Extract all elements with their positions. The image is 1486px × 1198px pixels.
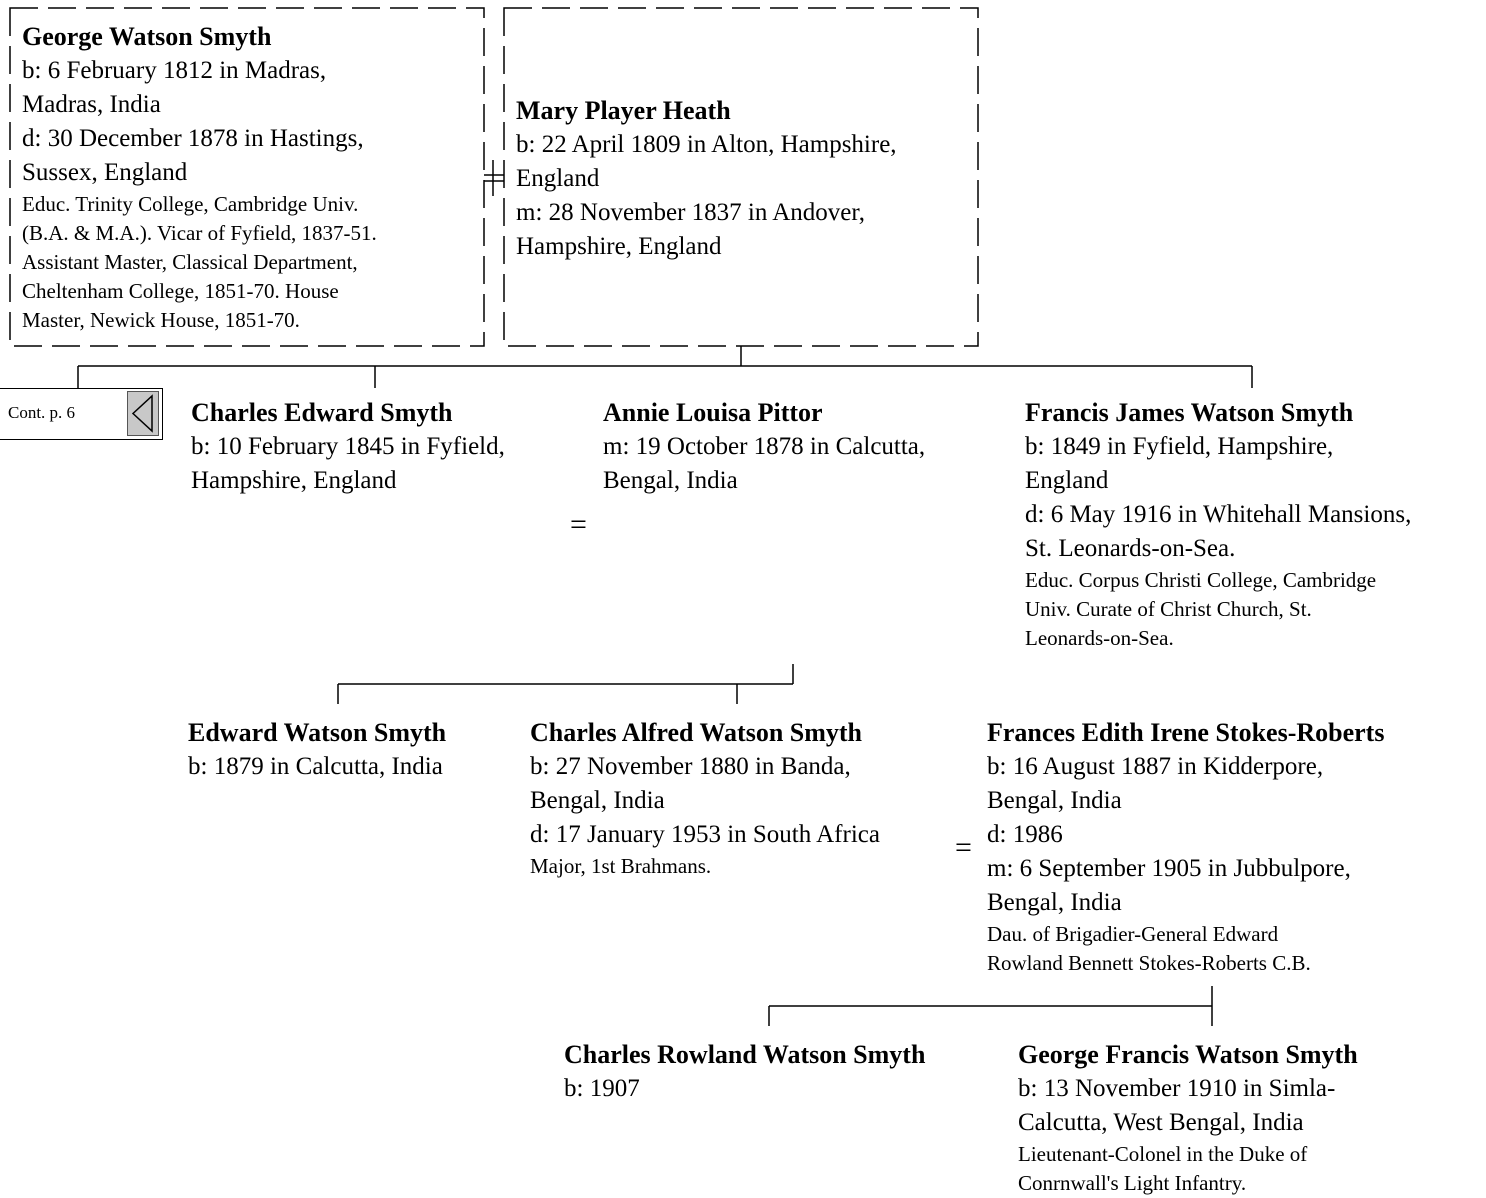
person-note: Lieutenant-Colonel in the Duke of bbox=[1018, 1142, 1308, 1166]
person-detail: m: 19 October 1878 in Calcutta, bbox=[603, 433, 926, 460]
person-detail: b: 1879 in Calcutta, India bbox=[188, 753, 443, 780]
person-note: Rowland Bennett Stokes-Roberts C.B. bbox=[987, 951, 1311, 975]
person-name: Frances Edith Irene Stokes-Roberts bbox=[987, 718, 1385, 747]
triangle-left-icon bbox=[131, 394, 153, 433]
person-note: Leonards-on-Sea. bbox=[1025, 626, 1174, 650]
person-name: Mary Player Heath bbox=[516, 96, 731, 125]
person-detail: m: 28 November 1837 in Andover, bbox=[516, 199, 865, 226]
person-detail: b: 10 February 1845 in Fyfield, bbox=[191, 433, 505, 460]
person-note: Dau. of Brigadier-General Edward bbox=[987, 922, 1279, 946]
person-george-francis-watson-smyth: George Francis Watson Smyth b: 13 Novemb… bbox=[1018, 1038, 1358, 1198]
person-mary-player-heath: Mary Player Heath b: 22 April 1809 in Al… bbox=[516, 94, 897, 264]
person-detail: m: 6 September 1905 in Jubbulpore, bbox=[987, 855, 1351, 882]
person-note: Educ. Corpus Christi College, Cambridge bbox=[1025, 568, 1377, 592]
person-detail: d: 6 May 1916 in Whitehall Mansions, bbox=[1025, 501, 1412, 528]
person-detail: England bbox=[1025, 467, 1109, 494]
person-charles-alfred-watson-smyth: Charles Alfred Watson Smyth b: 27 Novemb… bbox=[530, 716, 880, 881]
person-detail: Bengal, India bbox=[987, 787, 1122, 814]
person-name: Charles Rowland Watson Smyth bbox=[564, 1040, 926, 1069]
person-name: Edward Watson Smyth bbox=[188, 718, 447, 747]
person-note: (B.A. & M.A.). Vicar of Fyfield, 1837-51… bbox=[22, 221, 377, 245]
couple-connector-1 bbox=[484, 160, 504, 196]
person-detail: Bengal, India bbox=[530, 787, 665, 814]
person-detail: England bbox=[516, 165, 600, 192]
person-detail: Hampshire, England bbox=[516, 233, 722, 260]
person-note: Cheltenham College, 1851-70. House bbox=[22, 279, 339, 303]
person-note: Conrnwall's Light Infantry. bbox=[1018, 1171, 1247, 1195]
person-detail: d: 30 December 1878 in Hastings, bbox=[22, 125, 364, 152]
person-detail: b: 1849 in Fyfield, Hampshire, bbox=[1025, 433, 1334, 460]
person-annie-louisa-pittor: Annie Louisa Pittor m: 19 October 1878 i… bbox=[603, 396, 925, 498]
person-detail: Bengal, India bbox=[603, 467, 738, 494]
person-note: Major, 1st Brahmans. bbox=[530, 854, 712, 878]
person-detail: b: 27 November 1880 in Banda, bbox=[530, 753, 851, 780]
person-name: Francis James Watson Smyth bbox=[1025, 398, 1354, 427]
continuation-button[interactable] bbox=[127, 391, 159, 436]
person-charles-rowland-watson-smyth: Charles Rowland Watson Smyth b: 1907 bbox=[564, 1038, 925, 1106]
continuation-tab[interactable]: Cont. p. 6 bbox=[0, 388, 163, 440]
person-detail: d: 17 January 1953 in South Africa bbox=[530, 821, 880, 848]
person-note: Assistant Master, Classical Department, bbox=[22, 250, 358, 274]
continuation-label: Cont. p. 6 bbox=[8, 403, 76, 422]
person-detail: b: 1907 bbox=[564, 1075, 640, 1102]
person-name: George Watson Smyth bbox=[22, 22, 272, 51]
person-detail: Sussex, England bbox=[22, 159, 188, 186]
person-note: Educ. Trinity College, Cambridge Univ. bbox=[22, 192, 359, 216]
person-detail: St. Leonards-on-Sea. bbox=[1025, 535, 1236, 562]
person-francis-james-watson-smyth: Francis James Watson Smyth b: 1849 in Fy… bbox=[1025, 396, 1411, 653]
person-name: Charles Alfred Watson Smyth bbox=[530, 718, 863, 747]
person-name: George Francis Watson Smyth bbox=[1018, 1040, 1358, 1069]
person-frances-edith-irene-stokes-roberts: Frances Edith Irene Stokes-Roberts b: 16… bbox=[987, 716, 1384, 978]
person-name: Annie Louisa Pittor bbox=[603, 398, 823, 427]
person-detail: Bengal, India bbox=[987, 889, 1122, 916]
person-detail: b: 16 August 1887 in Kidderpore, bbox=[987, 753, 1324, 780]
person-detail: b: 22 April 1809 in Alton, Hampshire, bbox=[516, 131, 897, 158]
person-detail: b: 6 February 1812 in Madras, bbox=[22, 57, 327, 84]
person-george-watson-smyth: George Watson Smyth b: 6 February 1812 i… bbox=[22, 20, 377, 335]
george-box bbox=[9, 7, 485, 347]
person-name: Charles Edward Smyth bbox=[191, 398, 453, 427]
person-edward-watson-smyth: Edward Watson Smyth b: 1879 in Calcutta,… bbox=[188, 716, 446, 784]
person-note: Master, Newick House, 1851-70. bbox=[22, 308, 300, 332]
person-note: Univ. Curate of Christ Church, St. bbox=[1025, 597, 1312, 621]
person-detail: b: 13 November 1910 in Simla- bbox=[1018, 1075, 1336, 1102]
person-charles-edward-smyth: Charles Edward Smyth b: 10 February 1845… bbox=[191, 396, 505, 498]
person-detail: Madras, India bbox=[22, 91, 161, 118]
person-detail: d: 1986 bbox=[987, 821, 1063, 848]
marriage-symbol: = bbox=[570, 508, 587, 541]
person-detail: Calcutta, West Bengal, India bbox=[1018, 1109, 1304, 1136]
person-detail: Hampshire, England bbox=[191, 467, 397, 494]
marriage-symbol: = bbox=[955, 831, 972, 864]
